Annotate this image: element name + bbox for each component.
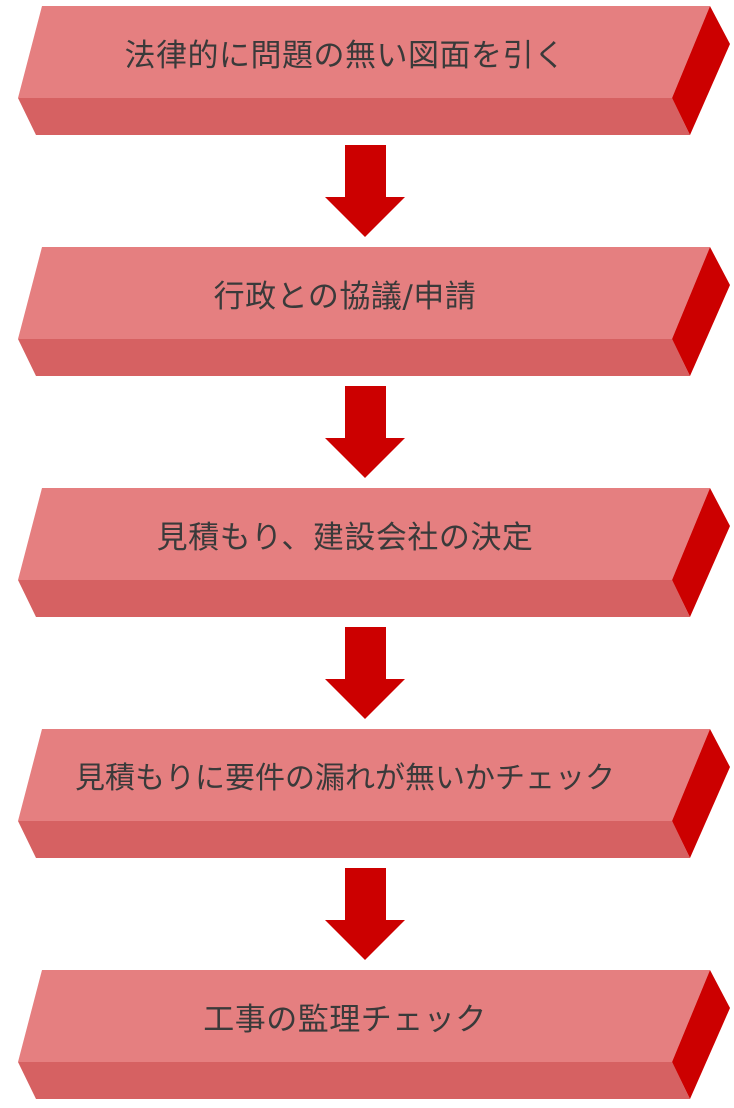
step-2-label: 行政との協議/申請 (213, 278, 477, 315)
step-3-label: 見積もり、建設会社の決定 (156, 519, 534, 556)
arrow-down-icon (325, 868, 405, 960)
block-bottom (18, 339, 690, 376)
block-side (672, 6, 730, 135)
block-bottom (18, 98, 690, 135)
step-1-label: 法律的に問題の無い図面を引く (124, 37, 566, 74)
block-bottom (18, 821, 690, 858)
step-3: 見積もり、建設会社の決定 (0, 488, 734, 617)
block-face (18, 247, 710, 339)
step-5-label: 工事の監理チェック (203, 1001, 487, 1038)
block-bottom (18, 580, 690, 617)
arrow-down-icon (325, 386, 405, 478)
block-side (672, 970, 730, 1099)
step-1: 法律的に問題の無い図面を引く (0, 6, 734, 135)
block-face (18, 970, 710, 1062)
step-4-block (18, 729, 730, 858)
step-4-label: 見積もりに要件の漏れが無いかチェック (75, 761, 615, 796)
block-face (18, 6, 710, 98)
step-3-block (18, 488, 730, 617)
step-1-block (18, 6, 730, 135)
block-face (18, 729, 710, 821)
step-2-block (18, 247, 730, 376)
arrow-down-icon (325, 145, 405, 237)
step-5-block (18, 970, 730, 1099)
block-side (672, 488, 730, 617)
step-4: 見積もりに要件の漏れが無いかチェック (0, 729, 734, 858)
block-side (672, 729, 730, 858)
step-5: 工事の監理チェック (0, 970, 734, 1099)
step-2: 行政との協議/申請 (0, 247, 734, 376)
block-side (672, 247, 730, 376)
block-bottom (18, 1062, 690, 1099)
block-face (18, 488, 710, 580)
arrow-down-icon (325, 627, 405, 719)
